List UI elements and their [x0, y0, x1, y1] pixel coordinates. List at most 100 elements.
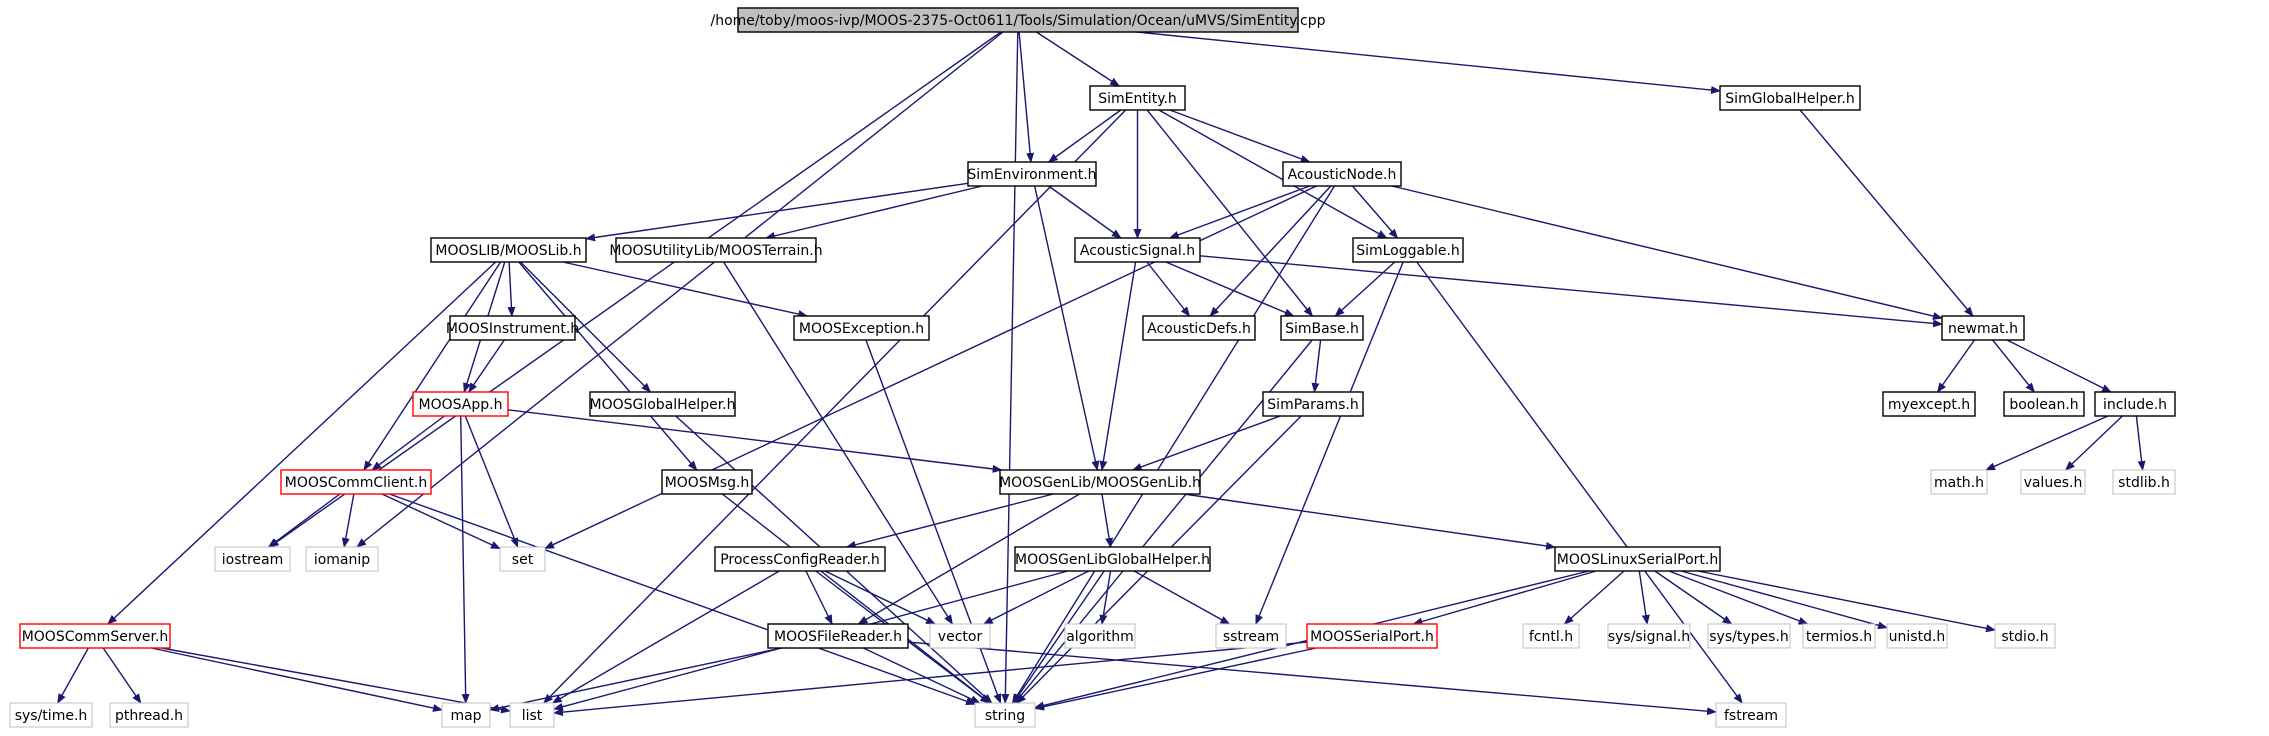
node-newmat[interactable]: newmat.h — [1941, 315, 2025, 341]
node-box — [305, 546, 379, 572]
node-label: MOOSCommClient.h — [285, 475, 427, 491]
edge-acousticsignal-to-newmat — [1199, 255, 1943, 328]
edge-moosgenlib-to-moosfilereader — [857, 493, 1080, 625]
node-label: MOOSMsg.h — [665, 475, 750, 491]
edge-acousticnode-to-string — [1011, 185, 1336, 704]
node-box — [2094, 391, 2176, 417]
node-box — [449, 315, 576, 341]
edge-root-to-iostream — [268, 31, 1002, 548]
node-box — [999, 469, 1201, 495]
node-acousticdefs[interactable]: AcousticDefs.h — [1142, 315, 1256, 341]
node-box — [661, 469, 753, 495]
node-label: MOOSGenLib/MOOSGenLib.h — [999, 475, 1201, 491]
edge-include-to-math — [1985, 415, 2109, 471]
node-root[interactable]: /home/toby/moos-ivp/MOOS-2375-Oct0611/To… — [711, 7, 1326, 33]
node-label: fstream — [1724, 708, 1778, 724]
edge-moosgenlibglobalhelper-to-string — [1012, 570, 1105, 704]
node-box — [793, 315, 930, 341]
node-label: SimLoggable.h — [1356, 243, 1460, 259]
node-label: AcousticDefs.h — [1147, 321, 1251, 337]
edge-moosterrain-to-vector — [722, 261, 954, 625]
edge-mooslinuxserialport-to-syssignal — [1638, 570, 1650, 625]
node-label: SimEntity.h — [1098, 91, 1177, 107]
node-moosserialport[interactable]: MOOSSerialPort.h — [1306, 623, 1438, 649]
node-label: stdio.h — [2001, 629, 2048, 645]
edge-mooslinuxserialport-to-fcntl — [1563, 570, 1625, 625]
node-string: string — [974, 702, 1036, 728]
node-simbase[interactable]: SimBase.h — [1280, 315, 1364, 341]
node-label: boolean.h — [2009, 397, 2078, 413]
edge-newmat-to-boolean — [1992, 339, 2035, 393]
node-box — [1074, 237, 1201, 263]
node-label: MOOSFileReader.h — [774, 629, 902, 645]
node-syssignal: sys/signal.h — [1607, 623, 1691, 649]
edge-processconfigreader-to-moosfilereader — [805, 570, 833, 625]
node-box — [1802, 623, 1876, 649]
node-mooslib[interactable]: MOOSLIB/MOOSLib.h — [430, 237, 587, 263]
node-moosgenlibglobalhelper[interactable]: MOOSGenLibGlobalHelper.h — [1014, 546, 1211, 572]
edge-root-to-simenvironment — [1018, 31, 1035, 163]
edge-moosapp-to-map — [460, 415, 470, 704]
node-myexcept[interactable]: myexcept.h — [1882, 391, 1976, 417]
edge-mooslib-to-moosglobalhelper — [520, 261, 652, 393]
node-moosmsg[interactable]: MOOSMsg.h — [661, 469, 753, 495]
edge-mooslib-to-mooscommclient — [363, 261, 502, 471]
node-label: include.h — [2103, 397, 2167, 413]
node-iostream: iostream — [214, 546, 291, 572]
node-label: sys/signal.h — [1608, 629, 1690, 645]
edge-mooscommserver-to-list — [161, 647, 511, 714]
node-mooscommclient[interactable]: MOOSCommClient.h — [280, 469, 432, 495]
node-moosexception[interactable]: MOOSException.h — [793, 315, 930, 341]
node-label: /home/toby/moos-ivp/MOOS-2375-Oct0611/To… — [711, 13, 1326, 29]
edge-simentity-to-simbase — [1146, 109, 1313, 317]
node-label: sys/types.h — [1709, 629, 1788, 645]
node-boolean[interactable]: boolean.h — [2003, 391, 2085, 417]
node-moosfilereader[interactable]: MOOSFileReader.h — [767, 623, 909, 649]
node-include[interactable]: include.h — [2094, 391, 2176, 417]
node-label: map — [450, 708, 481, 724]
edge-mooslib-to-moosinstrument — [507, 261, 516, 317]
node-box — [1522, 623, 1580, 649]
node-label: pthread.h — [115, 708, 183, 724]
node-mooslinuxserialport[interactable]: MOOSLinuxSerialPort.h — [1554, 546, 1721, 572]
node-box — [767, 623, 909, 649]
edge-simenvironment-to-moosterrain — [764, 185, 983, 240]
edge-include-to-stdlib — [2135, 415, 2146, 471]
edge-simentity-to-simenvironment — [1047, 109, 1122, 163]
node-simglobalhelper[interactable]: SimGlobalHelper.h — [1719, 85, 1861, 111]
node-label: MOOSInstrument.h — [446, 321, 579, 337]
edge-processconfigreader-to-vector — [824, 570, 936, 625]
edge-root-to-iomanip — [356, 31, 1004, 548]
edge-acousticnode-to-acousticsignal — [1168, 185, 1310, 239]
node-moosglobalhelper[interactable]: MOOSGlobalHelper.h — [589, 391, 736, 417]
node-sstream: sstream — [1215, 623, 1287, 649]
edge-mooscommserver-to-pthread — [102, 647, 142, 704]
node-label: set — [512, 552, 534, 568]
node-simparams[interactable]: SimParams.h — [1262, 391, 1364, 417]
node-moosinstrument[interactable]: MOOSInstrument.h — [446, 315, 579, 341]
node-simloggable[interactable]: SimLoggable.h — [1352, 237, 1464, 263]
node-label: string — [985, 708, 1025, 724]
node-moosterrain[interactable]: MOOSUtilityLib/MOOSTerrain.h — [609, 237, 823, 263]
node-box — [499, 546, 546, 572]
edge-mooscommclient-to-iostream — [267, 493, 341, 548]
node-moosapp[interactable]: MOOSApp.h — [412, 391, 509, 417]
node-simentity[interactable]: SimEntity.h — [1089, 85, 1186, 111]
edge-moosgenlibglobalhelper-to-sstream — [1133, 570, 1231, 625]
node-acousticnode[interactable]: AcousticNode.h — [1282, 161, 1402, 187]
edge-processconfigreader-to-list — [551, 570, 780, 704]
node-values: values.h — [2020, 469, 2086, 495]
node-processconfigreader[interactable]: ProcessConfigReader.h — [714, 546, 886, 572]
node-mooscommserver[interactable]: MOOSCommServer.h — [19, 623, 171, 649]
node-pthread: pthread.h — [109, 702, 189, 728]
node-box — [1215, 623, 1287, 649]
node-moosgenlib[interactable]: MOOSGenLib/MOOSGenLib.h — [999, 469, 1201, 495]
node-simenvironment[interactable]: SimEnvironment.h — [967, 161, 1097, 187]
edge-simloggable-to-sstream — [1255, 261, 1404, 625]
edge-acousticsignal-to-acousticdefs — [1146, 261, 1191, 317]
node-label: fcntl.h — [1529, 629, 1573, 645]
node-acousticsignal[interactable]: AcousticSignal.h — [1074, 237, 1201, 263]
node-label: SimEnvironment.h — [967, 167, 1096, 183]
node-box — [929, 623, 991, 649]
node-box — [737, 7, 1299, 33]
